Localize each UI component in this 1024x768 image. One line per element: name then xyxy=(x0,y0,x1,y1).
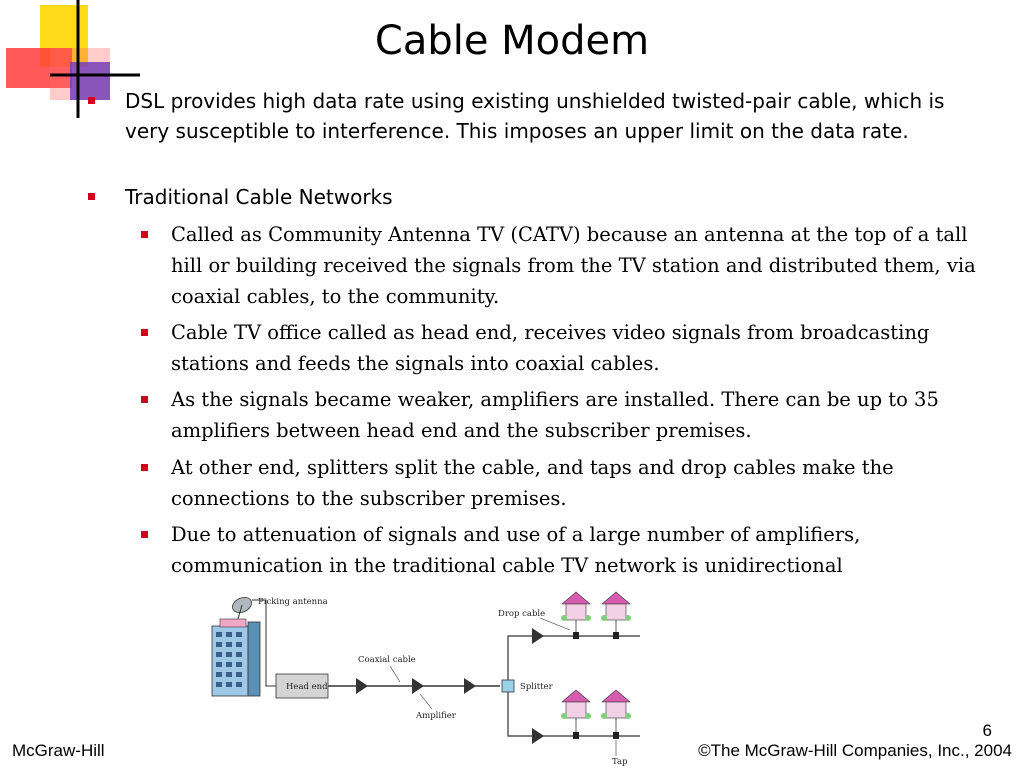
bullet-square-icon xyxy=(141,531,148,538)
tap-icon xyxy=(613,632,619,639)
house-icon xyxy=(601,591,631,621)
sub-bullet-text: Called as Community Antenna TV (CATV) be… xyxy=(171,223,976,308)
amplifier-icon xyxy=(356,678,368,694)
footer-publisher: McGraw-Hill xyxy=(12,741,105,760)
label-picking-antenna: Picking antenna xyxy=(258,597,328,607)
label-tap: Tap xyxy=(612,757,628,767)
sub-bullet-text: At other end, splitters split the cable,… xyxy=(171,456,894,510)
bullet-square-icon xyxy=(141,396,148,403)
label-coaxial-cable: Coaxial cable xyxy=(358,655,416,665)
sub-bullet-item: Cable TV office called as head end, rece… xyxy=(141,317,981,379)
amplifier-icon xyxy=(464,678,476,694)
bullet-square-icon xyxy=(141,464,148,471)
amplifier-icon xyxy=(412,678,424,694)
label-drop-cable: Drop cable xyxy=(498,609,545,619)
label-head-end: Head end xyxy=(286,682,328,692)
slide-title: Cable Modem xyxy=(374,18,650,64)
bullet-square-icon xyxy=(88,97,95,104)
tap-icon xyxy=(573,632,579,639)
sub-bullet-item: At other end, splitters split the cable,… xyxy=(141,452,981,514)
corner-decoration xyxy=(6,0,140,118)
catv-network-diagram: Picking antenna Head end Coaxial cable A… xyxy=(211,591,640,767)
amplifier-icon xyxy=(532,628,544,644)
bullet-square-icon xyxy=(88,193,95,200)
splitter-icon xyxy=(501,679,515,693)
sub-bullet-text: Cable TV office called as head end, rece… xyxy=(171,321,930,375)
slide-number: 6 xyxy=(982,721,992,740)
house-icon xyxy=(561,591,591,621)
house-icon xyxy=(561,689,591,719)
bullet-text: Traditional Cable Networks xyxy=(125,185,393,209)
bullet-square-icon xyxy=(141,329,148,336)
bullet-square-icon xyxy=(141,231,148,238)
satellite-dish-icon xyxy=(232,596,252,620)
tap-icon xyxy=(573,732,579,739)
sub-bullet-item: Due to attenuation of signals and use of… xyxy=(141,519,981,581)
bullet-text: DSL provides high data rate using existi… xyxy=(125,89,945,143)
house-icon xyxy=(601,689,631,719)
tap-icon xyxy=(613,732,619,739)
bullet-item: DSL provides high data rate using existi… xyxy=(88,86,965,146)
bullet-item: Traditional Cable Networks xyxy=(88,182,965,212)
footer-copyright: ©The McGraw-Hill Companies, Inc., 2004 xyxy=(698,741,1012,760)
bullet-list: DSL provides high data rate using existi… xyxy=(88,86,981,581)
sub-bullet-item: Called as Community Antenna TV (CATV) be… xyxy=(141,219,981,312)
sub-bullet-item: As the signals became weaker, amplifiers… xyxy=(141,384,981,446)
label-amplifier: Amplifier xyxy=(415,711,457,721)
building-icon xyxy=(211,618,261,697)
sub-bullet-text: Due to attenuation of signals and use of… xyxy=(171,523,861,577)
sub-bullet-text: As the signals became weaker, amplifiers… xyxy=(171,388,939,442)
label-splitter: Splitter xyxy=(520,682,554,692)
amplifier-icon xyxy=(532,728,544,744)
